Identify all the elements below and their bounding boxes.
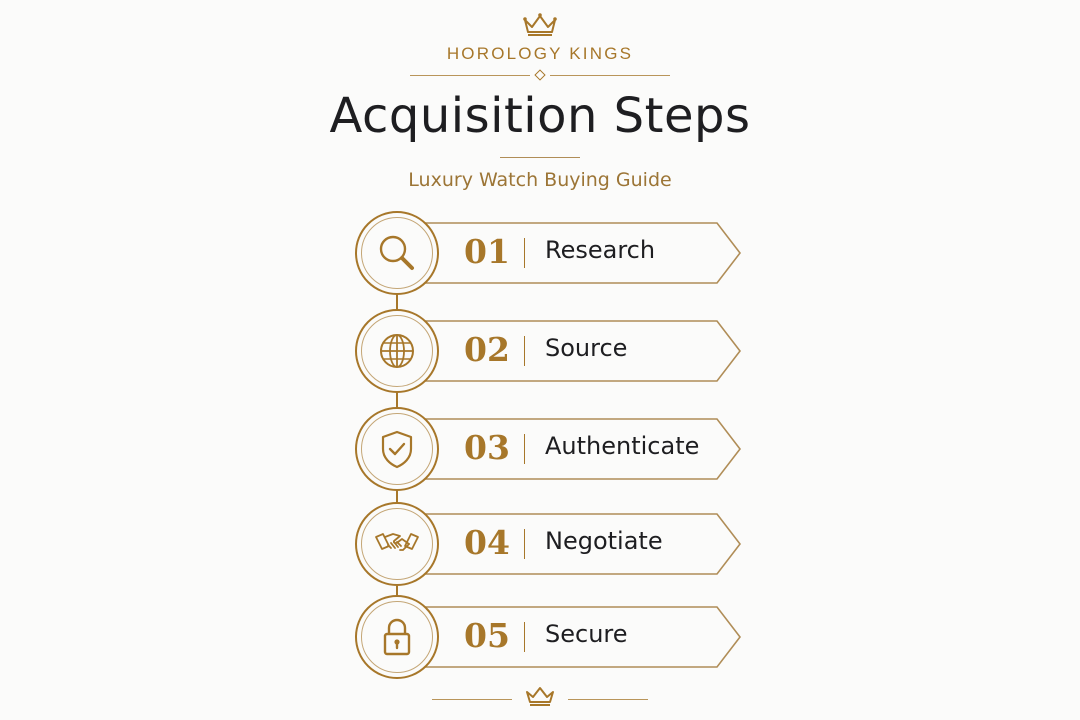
step-icon-circle — [355, 595, 439, 679]
title-underline — [500, 157, 580, 158]
step-number: 02 — [464, 330, 510, 369]
footer-rule-right — [568, 699, 648, 700]
step-divider — [524, 336, 525, 366]
step-banner — [424, 606, 742, 668]
step-label: Negotiate — [545, 527, 663, 555]
step-divider — [524, 529, 525, 559]
brand-rule-right — [550, 75, 670, 76]
step-number: 04 — [464, 523, 510, 562]
step-number: 05 — [464, 616, 510, 655]
step-research: 01 Research — [352, 210, 744, 298]
step-connector — [396, 290, 398, 314]
step-divider — [524, 434, 525, 464]
padlock-icon — [383, 618, 411, 656]
step-banner — [424, 418, 742, 480]
diamond-ornament — [534, 69, 546, 81]
step-icon-circle — [355, 211, 439, 295]
step-connector — [396, 488, 398, 506]
step-source: 02 Source — [352, 308, 744, 396]
step-connector — [396, 390, 398, 408]
crown-icon — [523, 13, 557, 36]
step-number: 03 — [464, 428, 510, 467]
footer-rule-left — [432, 699, 512, 700]
step-icon-circle — [355, 309, 439, 393]
step-icon-circle — [355, 407, 439, 491]
step-connector — [396, 586, 398, 598]
shield-check-icon — [381, 430, 413, 469]
step-label: Research — [545, 236, 656, 264]
magnifier-icon — [379, 235, 414, 270]
step-icon-circle — [355, 502, 439, 586]
brand-rule-left — [410, 75, 530, 76]
step-negotiate: 04 Negotiate — [352, 501, 744, 589]
globe-icon — [380, 334, 414, 368]
step-banner — [424, 222, 742, 284]
step-secure: 05 Secure — [352, 594, 744, 682]
page-title: Acquisition Steps — [329, 88, 751, 144]
step-label: Secure — [545, 620, 628, 648]
brand-name: HOROLOGY KINGS — [446, 44, 634, 63]
step-label: Source — [545, 334, 628, 362]
step-banner — [424, 320, 742, 382]
step-divider — [524, 238, 525, 268]
crown-icon — [526, 687, 554, 706]
page-subtitle: Luxury Watch Buying Guide — [408, 169, 672, 191]
step-number: 01 — [464, 232, 510, 271]
step-label: Authenticate — [545, 432, 700, 460]
step-authenticate: 03 Authenticate — [352, 406, 744, 494]
handshake-icon — [375, 533, 419, 551]
step-banner — [424, 513, 742, 575]
step-divider — [524, 622, 525, 652]
